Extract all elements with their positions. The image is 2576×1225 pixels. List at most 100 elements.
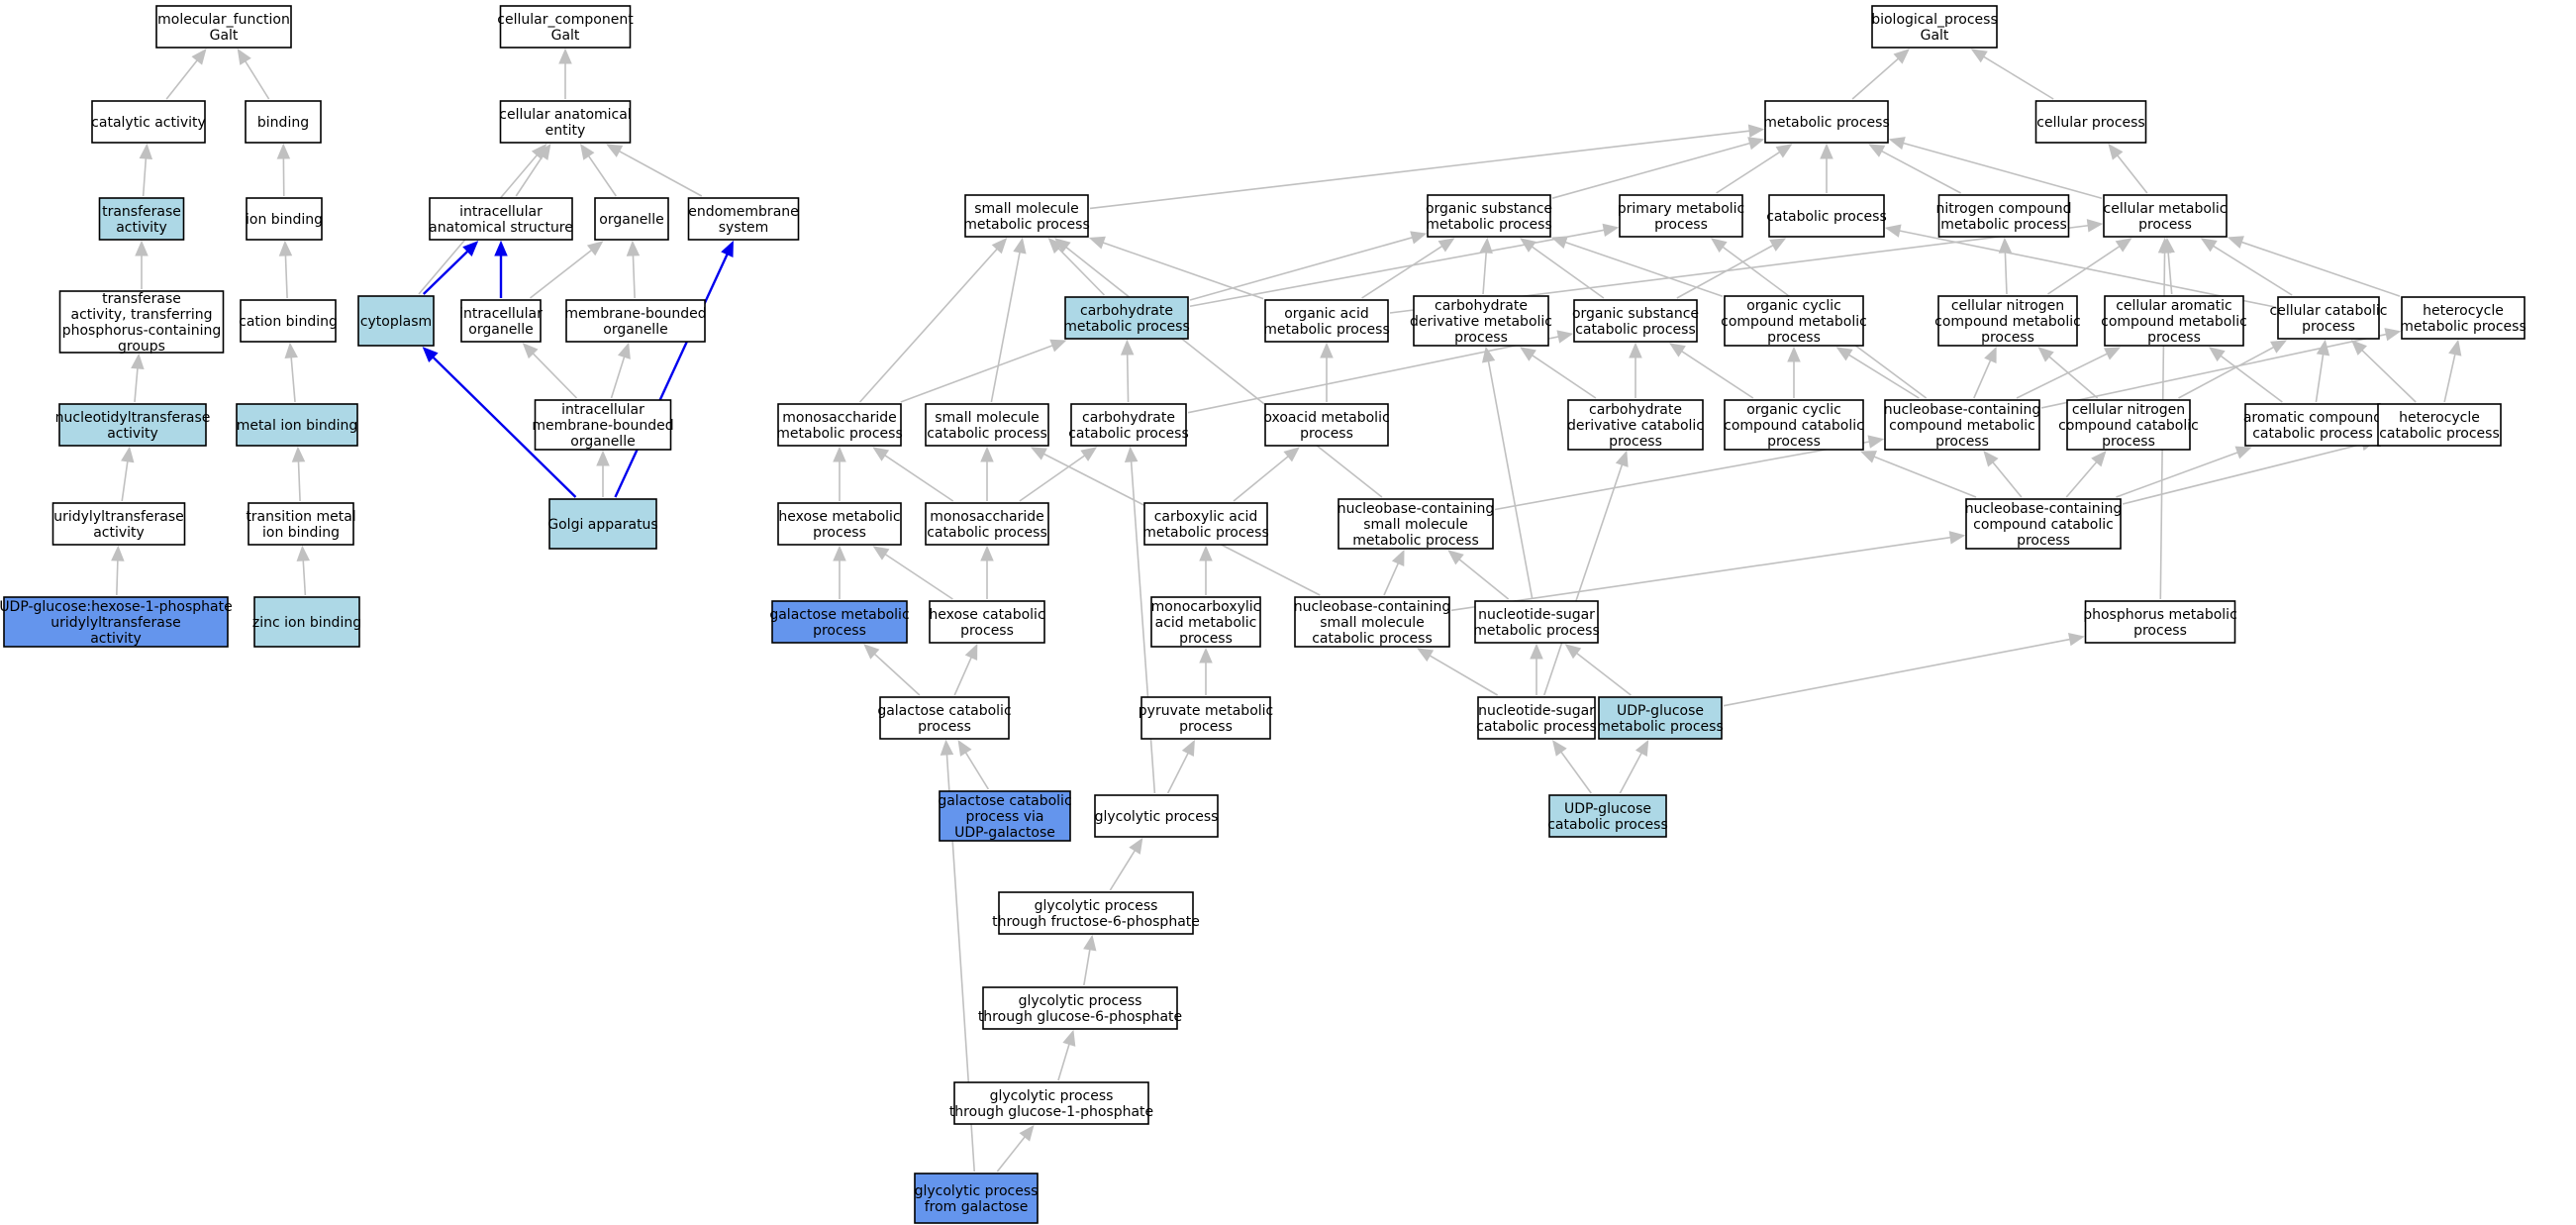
arrowhead-golgi-to-endomem bbox=[721, 240, 734, 257]
edge-binding-to-mf_root bbox=[245, 60, 270, 100]
edge-cell_nit_cat-to-cell_nit_met bbox=[2048, 356, 2099, 399]
node-label-line: catabolic process bbox=[1068, 426, 1189, 442]
node-label-line: derivative metabolic bbox=[1410, 314, 1552, 330]
arrowhead-glyc_g6p-to-glyc_f6p bbox=[1083, 934, 1097, 952]
node-cytoplasm[interactable]: cytoplasm bbox=[357, 295, 435, 347]
edge-cell_met-to-cellular_proc bbox=[2117, 154, 2148, 194]
node-cellular-proc[interactable]: cellular process bbox=[2034, 100, 2147, 144]
node-label-line: process bbox=[2138, 217, 2192, 233]
arrowhead-carb_cat-to-org_sub_cat bbox=[1556, 330, 1574, 344]
edge-metal_ion-to-cation_binding bbox=[290, 357, 296, 403]
node-udp-glucose-hex[interactable]: UDP-glucose:hexose-1-phosphateuridylyltr… bbox=[0, 596, 233, 648]
node-label-line: glycolytic process bbox=[1095, 809, 1219, 825]
node-label-line: process bbox=[1300, 426, 1353, 442]
edge-glyc_f6p-to-glycolytic bbox=[1109, 850, 1136, 891]
edge-uridylyl-to-nucleotidyl bbox=[121, 460, 129, 502]
node-label-line: transferase bbox=[102, 291, 181, 307]
node-catalytic[interactable]: catalytic activity bbox=[91, 100, 206, 144]
node-golgi[interactable]: Golgi apparatus bbox=[547, 498, 658, 550]
node-box bbox=[2084, 600, 2236, 644]
node-metabolic[interactable]: metabolic process bbox=[1763, 100, 1890, 144]
edge-nucleobase_small-to-small_mol bbox=[1065, 247, 1383, 498]
node-label-line: UDP-glucose bbox=[1564, 801, 1651, 817]
edge-intracell_org-to-organelle bbox=[529, 249, 592, 299]
node-label-line: catabolic process bbox=[1476, 719, 1597, 735]
arrowhead-carb_deriv_met-to-org_sub_met bbox=[1479, 237, 1493, 254]
node-ion-binding[interactable]: ion binding bbox=[246, 197, 323, 241]
arrowhead-nucleobase_met-to-heterocycle_met bbox=[2384, 328, 2402, 342]
node-catabolic[interactable]: catabolic process bbox=[1766, 194, 1887, 238]
node-glycolytic[interactable]: glycolytic process bbox=[1094, 794, 1219, 838]
node-organelle[interactable]: organelle bbox=[594, 197, 669, 241]
node-binding[interactable]: binding bbox=[245, 100, 322, 144]
node-label-line: catabolic process bbox=[1312, 631, 1433, 647]
node-metal-ion[interactable]: metal ion binding bbox=[236, 403, 358, 447]
node-label-line: biological_process bbox=[1871, 12, 1998, 28]
node-zinc[interactable]: zinc ion binding bbox=[252, 596, 361, 648]
node-label-line: process bbox=[2302, 319, 2355, 335]
node-cation-binding[interactable]: cation binding bbox=[239, 299, 338, 343]
node-box bbox=[499, 5, 632, 49]
node-label-line: carbohydrate bbox=[1080, 303, 1173, 319]
